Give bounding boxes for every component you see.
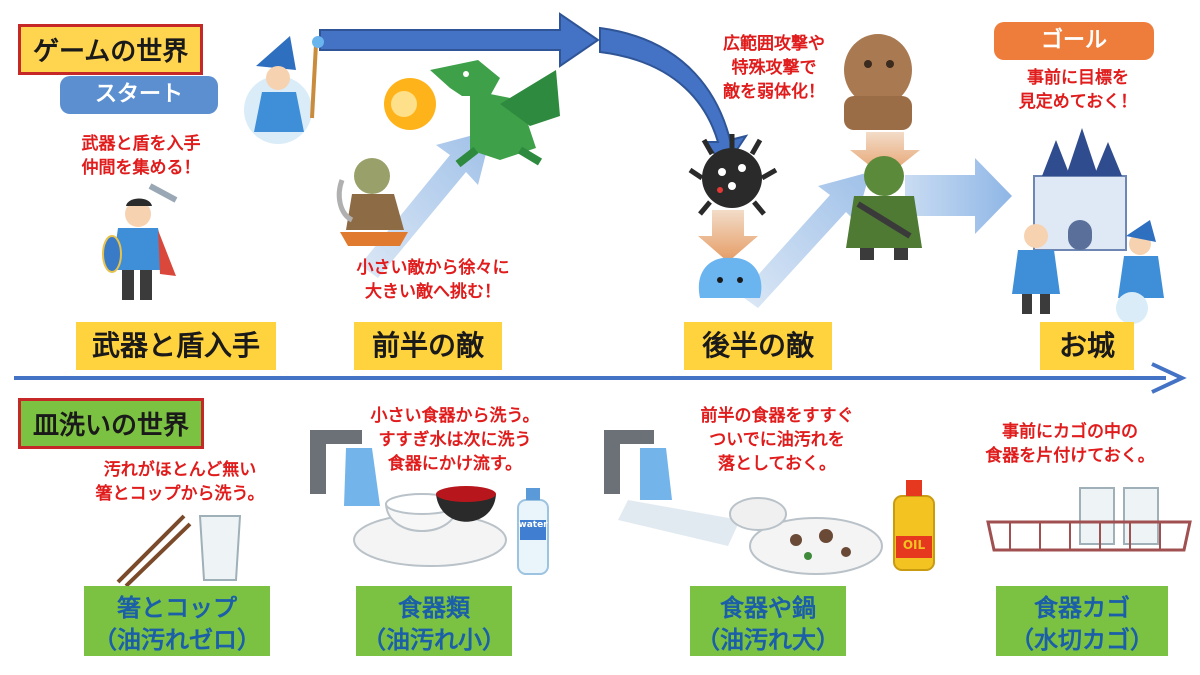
dragon-illustration [384,60,560,168]
goal-note-line: 見定めておく！ [1018,92,1138,112]
start-label: スタート [60,76,218,114]
late-diagonal-arrow [740,172,870,308]
late-note-line: 特殊攻撃で [731,58,817,78]
goal-label: ゴール [994,22,1154,60]
dish-world-title: 皿洗いの世界 [18,398,205,449]
start-note-line: 仲間を集める！ [81,158,201,178]
dish-note-3: 前半の食器をすすぐ ついでに油汚れを 落としておく。 [676,404,878,476]
dish-note-line: 食器を片付けておく。 [985,446,1155,466]
dish-stage-line2: （水切カゴ） [1010,626,1154,654]
dish-stage-line2: （油汚れ小） [362,626,506,654]
stage-label-castle: お城 [1040,322,1134,370]
dish-note-2: 小さい食器から洗う。 すすぎ水は次に洗う 食器にかけ流す。 [344,404,566,476]
goal-arrow [905,158,1012,234]
dish-note-line: 汚れがほとんど無い [103,460,257,480]
dish-stage-rack: 食器カゴ （水切カゴ） [996,586,1168,656]
stage-label-early-enemy: 前半の敵 [354,322,502,370]
game-world-title: ゲームの世界 [18,24,204,75]
timeline-arrow [14,362,1187,394]
start-note-line: 武器と盾を入手 [81,134,201,154]
down-arrow-orc [850,132,920,178]
dish-note-1: 汚れがほとんど無い 箸とコップから洗う。 [72,458,288,506]
faucet-dishes-illustration [310,430,549,575]
faucet-oily-dishes-illustration [604,430,935,575]
oil-bottle-label: OIL [902,538,926,552]
dish-note-line: 箸とコップから洗う。 [95,484,265,504]
late-note: 広範囲攻撃や 特殊攻撃で 敵を弱体化！ [704,32,844,104]
early-note: 小さい敵から徐々に 大きい敵へ挑む！ [318,256,548,304]
dish-note-line: すすぎ水は次に洗う [378,430,532,450]
goal-note-line: 事前に目標を [1027,68,1129,88]
goblin-illustration [336,158,408,246]
orc-illustration [846,156,922,260]
wizard-illustration [244,36,324,144]
dish-stage-line1: 食器や鍋 [720,594,816,622]
goal-note: 事前に目標を 見定めておく！ [998,66,1158,114]
dish-note-line: 落としておく。 [718,454,836,474]
hero-illustration [102,183,178,300]
party-illustration [1012,220,1164,324]
slime-illustration [698,257,762,298]
dark-monster-illustration [688,134,778,216]
golem-illustration [844,34,912,130]
chopsticks-glass-illustration [116,514,242,588]
stage-label-weapon: 武器と盾入手 [76,322,276,370]
stage-label-late-enemy: 後半の敵 [684,322,832,370]
dish-note-line: 食器にかけ流す。 [387,454,523,474]
dish-note-line: 事前にカゴの中の [1002,422,1138,442]
early-note-line: 大きい敵へ挑む！ [365,282,501,302]
dish-stage-dishes: 食器類 （油汚れ小） [356,586,512,656]
dish-note-line: ついでに油汚れを [709,430,845,450]
dish-stage-chopsticks: 箸とコップ （油汚れゼロ） [84,586,270,656]
dish-stage-line1: 食器類 [398,594,470,622]
dish-note-4: 事前にカゴの中の 食器を片付けておく。 [970,420,1170,468]
dish-note-line: 前半の食器をすすぐ [700,406,854,426]
dish-stage-line2: （油汚れゼロ） [93,626,261,654]
dish-note-line: 小さい食器から洗う。 [370,406,540,426]
castle-illustration [1033,128,1127,251]
dish-stage-line2: （油汚れ大） [696,626,840,654]
dish-stage-line1: 食器カゴ [1034,594,1130,622]
dish-stage-pots: 食器や鍋 （油汚れ大） [690,586,846,656]
late-note-line: 敵を弱体化！ [723,82,825,102]
early-note-line: 小さい敵から徐々に [356,258,510,278]
drying-rack-illustration [986,487,1192,552]
late-note-line: 広範囲攻撃や [723,34,825,54]
water-bottle-label: water [518,520,548,530]
down-arrow-slime [698,210,758,262]
start-note: 武器と盾を入手 仲間を集める！ [36,132,246,180]
dish-stage-line1: 箸とコップ [117,594,237,622]
